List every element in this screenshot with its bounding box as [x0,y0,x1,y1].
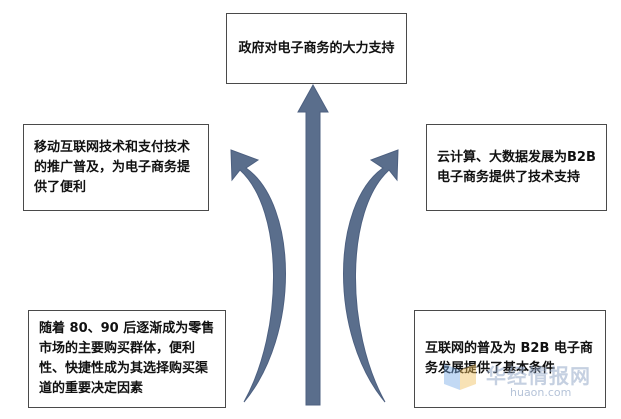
top-box-text: 政府对电子商务的大力支持 [238,40,395,56]
left-bottom-box-text: 随着 80、90 后逐渐成为零售市场的主要购买群体，便利性、快捷性成为其选择购买… [39,321,215,396]
left-curved-arrow [230,149,286,403]
left-bottom-box: 随着 80、90 后逐渐成为零售市场的主要购买群体，便利性、快捷性成为其选择购买… [28,310,226,408]
watermark: 华经情报网 huaon.com [440,358,610,408]
center-arrow [297,83,329,406]
watermark-url: huaon.com [510,386,572,399]
right-bottom-box-text: 互联网的普及为 B2B 电子商务发展提供了基本条件 [425,341,593,376]
watermark-logo-icon [444,364,476,390]
left-top-box-text: 移动互联网技术和支付技术的推广普及，为电子商务提供了便利 [34,139,191,195]
right-curved-arrow [343,149,399,403]
watermark-name: 华经情报网 [486,364,591,388]
right-bottom-box: 互联网的普及为 B2B 电子商务发展提供了基本条件 [414,310,606,408]
right-top-box: 云计算、大数据发展为B2B 电子商务提供了技术支持 [426,124,607,211]
top-box: 政府对电子商务的大力支持 [226,13,407,84]
left-top-box: 移动互联网技术和支付技术的推广普及，为电子商务提供了便利 [23,124,209,211]
right-top-box-text: 云计算、大数据发展为B2B 电子商务提供了技术支持 [437,149,596,185]
